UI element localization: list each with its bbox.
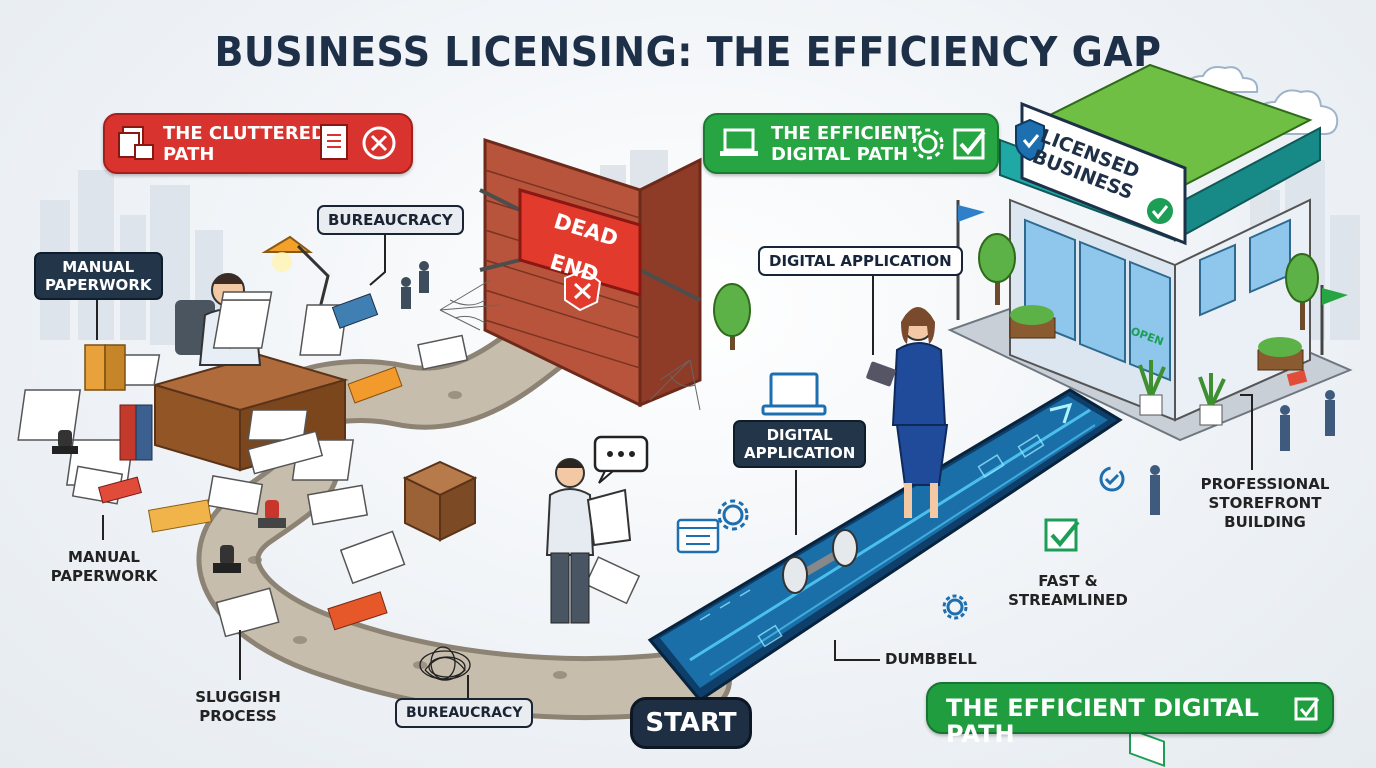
cluttered-path-banner: THE CLUTTERED PATH xyxy=(103,113,413,174)
rubber-stamp-icon xyxy=(52,430,286,573)
dumbbell-icon xyxy=(782,529,858,594)
speech-bubble-icon xyxy=(593,435,649,484)
bureaucracy-label: BUREAUCRACY xyxy=(317,205,464,235)
laptop-icon xyxy=(761,372,827,416)
x-badge-icon xyxy=(564,268,602,312)
manual-paperwork-label: MANUAL PAPERWORK xyxy=(34,252,163,300)
small-figures xyxy=(401,261,429,309)
people-figures xyxy=(1150,390,1335,515)
leader-lines xyxy=(96,234,1253,700)
fast-streamlined-label: FAST & STREAMLINED xyxy=(1008,572,1128,609)
desk-lamp-icon xyxy=(261,235,330,317)
refresh-check-icon xyxy=(1099,466,1125,492)
paper-stacks xyxy=(17,291,641,638)
businesswoman xyxy=(866,307,949,518)
check-circle-icon xyxy=(1147,198,1173,224)
dead-end-sign xyxy=(518,188,642,297)
documents-folder-icon xyxy=(118,126,154,160)
digital-application-badge: DIGITAL APPLICATION xyxy=(733,420,867,468)
checkbox-icon xyxy=(1044,518,1080,552)
filing-cabinet xyxy=(402,460,478,542)
cluttered-path-label: THE CLUTTERED PATH xyxy=(163,123,326,165)
gear-icon xyxy=(717,499,968,620)
sluggish-process-label: SLUGGISH PROCESS xyxy=(195,688,281,725)
start-badge: START xyxy=(630,697,752,749)
folders xyxy=(97,366,403,631)
cobweb-icon xyxy=(439,279,701,411)
trees xyxy=(713,233,1319,350)
page-title: BUSINESS LICENSING: THE EFFICIENCY GAP xyxy=(214,28,1162,76)
shield-check-icon xyxy=(1015,118,1045,162)
browser-window-icon xyxy=(676,518,720,554)
binders xyxy=(84,293,379,461)
efficient-path-label: THE EFFICIENT DIGITAL PATH xyxy=(771,123,921,165)
confused-man xyxy=(545,458,632,624)
plant-pots xyxy=(1009,305,1304,426)
efficient-path-bottom-banner: THE EFFICIENT DIGITAL PATH xyxy=(926,682,1334,747)
efficient-path-bottom-label: THE EFFICIENT DIGITAL PATH xyxy=(946,694,1259,748)
dumbbell-label: DUMBBELL xyxy=(885,650,977,668)
bureaucracy-bottom-label: BUREAUCRACY xyxy=(395,698,534,728)
professional-storefront-label: PROFESSIONAL STOREFRONT BUILDING xyxy=(1200,475,1330,531)
digital-application-label: DIGITAL APPLICATION xyxy=(758,246,963,276)
tangled-thread-icon xyxy=(419,646,471,681)
laptop-icon xyxy=(720,128,758,156)
checkbox-icon xyxy=(1294,697,1320,721)
document-x-icon xyxy=(320,124,396,160)
gear-check-icon xyxy=(912,128,986,160)
manual-paperwork-caption: MANUAL PAPERWORK xyxy=(50,548,158,585)
efficient-path-banner: THE EFFICIENT DIGITAL PATH xyxy=(703,113,999,174)
